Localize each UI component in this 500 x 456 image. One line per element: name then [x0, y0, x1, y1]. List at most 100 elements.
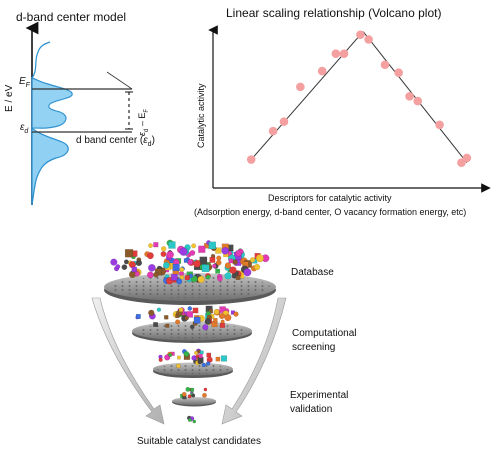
molecule-block: [220, 355, 228, 362]
molecule-block: [201, 264, 210, 273]
fermi-level-label: EF: [19, 76, 30, 89]
molecule-block: [198, 245, 206, 253]
molecule-atom: [110, 258, 118, 266]
molecule-block: [177, 355, 181, 360]
molecule-atom: [235, 250, 242, 257]
molecule-atom: [197, 275, 205, 284]
molecule-atom: [183, 351, 190, 357]
molecule-atom: [121, 264, 128, 271]
molecule-block: [188, 418, 192, 422]
molecule-block: [208, 241, 217, 250]
molecule-block: [208, 308, 213, 314]
molecule-atom: [221, 247, 230, 255]
molecule-block: [178, 307, 184, 312]
molecule-atom: [229, 266, 237, 274]
volcano-point-9: [364, 35, 373, 44]
molecule-block: [131, 266, 137, 273]
molecule-atom: [161, 246, 167, 252]
molecule-block: [206, 352, 212, 358]
volcano-point-14: [435, 120, 444, 130]
molecule-atom: [168, 353, 172, 357]
molecule-atom: [197, 359, 203, 365]
molecule-block: [153, 322, 159, 327]
volcano-point-16: [462, 153, 472, 163]
volcano-point-3: [279, 117, 289, 126]
molecule-atom: [215, 259, 222, 266]
molecule-block: [135, 313, 141, 319]
volcano-point-7: [339, 49, 349, 58]
molecule-atom: [201, 362, 206, 368]
molecule-atom: [205, 274, 211, 280]
molecule-atom: [204, 318, 212, 325]
molecule-block: [215, 356, 221, 362]
molecule-block: [153, 242, 159, 248]
molecule-atom: [253, 263, 261, 271]
molecule-atom: [213, 308, 220, 315]
molecule-atom: [194, 350, 199, 355]
molecule-atom: [166, 250, 174, 259]
volcano-x-label-1: Descriptors for catalytic activity: [268, 193, 392, 203]
molecule-block: [192, 307, 199, 314]
dband-dos-band: [31, 126, 69, 206]
molecule-atom: [192, 419, 197, 424]
molecule-atom: [175, 319, 181, 325]
molecule-atom: [185, 386, 191, 392]
dband-dos-tail: [31, 41, 51, 79]
molecule-atom: [176, 278, 183, 285]
molecule-block: [215, 247, 222, 254]
molecule-atom: [160, 251, 167, 257]
molecule-block: [186, 311, 194, 318]
stage-computational-label-2: screening: [292, 342, 336, 353]
molecule-atom: [158, 357, 163, 362]
volcano-title: Linear scaling relationship (Volcano plo…: [226, 6, 442, 20]
dband-dos-filled: [31, 77, 73, 205]
molecule-block: [213, 317, 218, 323]
volcano-point-10: [380, 60, 390, 70]
molecule-atom: [202, 392, 207, 398]
molecule-block: [219, 306, 226, 313]
molecule-block: [183, 258, 189, 263]
volcano-x-label-2: (Adsorption energy, d-band center, O vac…: [194, 207, 467, 217]
funnel-left-arrow: [91, 297, 165, 425]
molecule-atom: [218, 312, 226, 320]
volcano-point-2: [268, 126, 278, 136]
molecule-atom: [123, 259, 129, 265]
volcano-point-1: [246, 155, 256, 164]
molecule-atom: [146, 252, 154, 260]
molecule-atom: [217, 275, 223, 282]
molecule-atom: [181, 391, 187, 397]
stage-computational-label-1: Computational: [292, 328, 357, 339]
volcano-point-4: [296, 82, 305, 92]
volcano-point-12: [405, 92, 414, 101]
molecule-block: [199, 350, 204, 355]
molecule-block: [228, 258, 234, 264]
molecule-atom: [162, 261, 170, 269]
molecule-atom: [203, 387, 208, 392]
molecule-block: [199, 256, 208, 265]
molecule-atom: [179, 247, 188, 256]
molecule-block: [171, 273, 178, 281]
molecule-block: [206, 311, 211, 316]
molecule-block: [124, 249, 134, 258]
molecule-atom: [189, 324, 195, 330]
molecule-atom: [135, 259, 143, 267]
volcano-trend-line-2: [362, 31, 468, 164]
stage-experimental-label-1: Experimental: [290, 390, 349, 401]
molecule-block: [219, 322, 226, 328]
molecule-block: [215, 268, 221, 274]
molecule-atom: [212, 263, 217, 269]
molecule-atom: [134, 271, 140, 277]
final-disk: [172, 397, 216, 405]
molecule-block: [176, 363, 181, 369]
d-band-center-label: d band center (εd): [76, 135, 155, 148]
molecule-atom: [148, 264, 156, 272]
molecule-block: [209, 257, 216, 263]
molecule-atom: [179, 267, 185, 273]
molecule-block: [198, 354, 203, 359]
molecule-atom: [148, 309, 155, 316]
molecule-block: [168, 241, 176, 249]
molecule-atom: [202, 324, 209, 331]
